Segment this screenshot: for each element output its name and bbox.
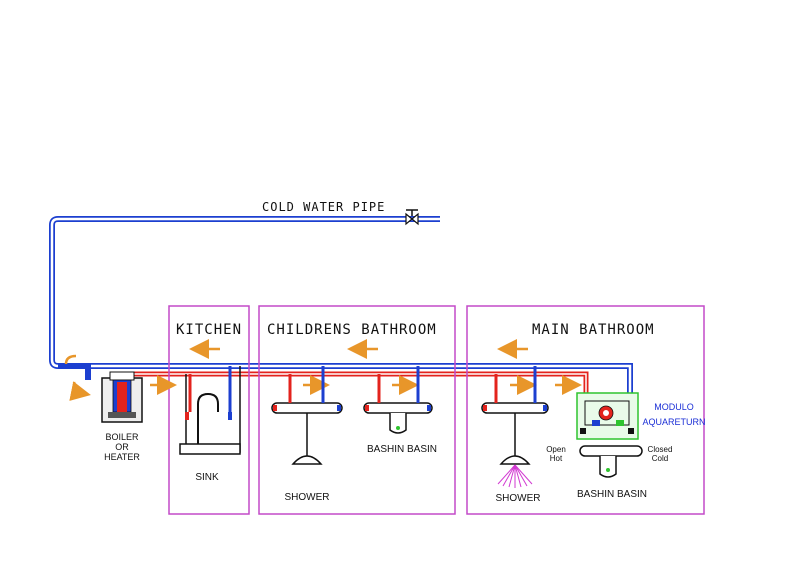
flow-arrow bbox=[69, 381, 91, 401]
shower-spray-icon bbox=[497, 464, 533, 488]
cold-water-pipe-label: COLD WATER PIPE bbox=[262, 200, 385, 214]
sink-label: SINK bbox=[195, 472, 219, 483]
main-bathroom-title: MAIN BATHROOM bbox=[532, 322, 655, 338]
aquareturn-label: AQUARETURN bbox=[642, 417, 705, 427]
kitchen-title: KITCHEN bbox=[176, 322, 242, 338]
shower-main-label: SHOWER bbox=[496, 493, 541, 504]
shower-children-label: SHOWER bbox=[285, 492, 330, 503]
childrens-bathroom-title: CHILDRENS BATHROOM bbox=[267, 322, 437, 338]
shower-children-icon bbox=[271, 366, 343, 465]
boiler-label-line3: HEATER bbox=[104, 452, 140, 462]
flow-arrow bbox=[64, 354, 77, 365]
childrens-bathroom-room bbox=[258, 305, 456, 515]
basin-children-icon bbox=[363, 366, 433, 434]
sink-icon bbox=[179, 366, 241, 455]
cold-label: Cold bbox=[652, 454, 668, 463]
hot-label: Hot bbox=[550, 454, 563, 463]
boiler-icon bbox=[101, 371, 143, 423]
shower-main-icon bbox=[481, 366, 549, 465]
flow-arrows bbox=[64, 339, 582, 401]
basin-main-label: BASHIN BASIN bbox=[577, 489, 647, 500]
aquareturn-module-icon bbox=[576, 392, 639, 440]
cold-water-main-pipe bbox=[49, 216, 633, 420]
valve-icon bbox=[405, 209, 419, 226]
basin-main-icon bbox=[579, 445, 643, 478]
modulo-label: MODULO bbox=[654, 402, 694, 412]
boiler-label-line1: BOILER bbox=[105, 432, 139, 442]
boiler-label-line2: OR bbox=[115, 442, 129, 452]
main-bathroom-room bbox=[466, 305, 705, 515]
open-label: Open bbox=[546, 445, 566, 454]
basin-children-label: BASHIN BASIN bbox=[367, 444, 437, 455]
closed-label: Closed bbox=[648, 445, 673, 454]
kitchen-room bbox=[168, 305, 250, 515]
